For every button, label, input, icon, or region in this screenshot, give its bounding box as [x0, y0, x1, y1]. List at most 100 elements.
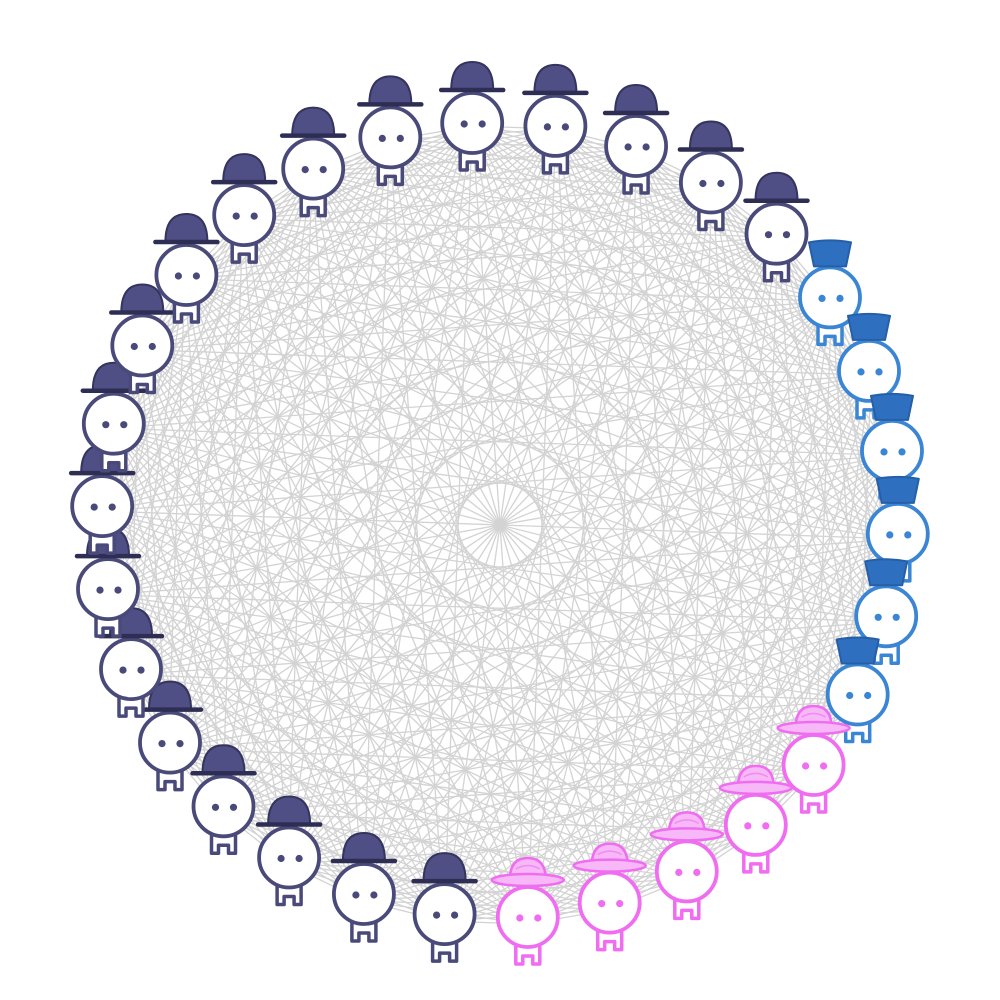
edge	[687, 455, 895, 879]
bowler-hat-icon	[109, 283, 176, 315]
eye	[250, 212, 258, 220]
bowler-hat-icon	[438, 60, 506, 93]
sunhat-icon	[649, 811, 725, 842]
edge	[140, 349, 900, 540]
edge	[555, 128, 816, 772]
eye	[137, 666, 145, 674]
head	[440, 91, 505, 155]
edge	[389, 140, 860, 701]
edge	[242, 218, 289, 865]
eye	[174, 272, 182, 280]
edge	[167, 185, 713, 750]
edge	[687, 374, 872, 879]
edge	[687, 301, 833, 879]
body	[88, 533, 116, 555]
edge	[687, 185, 713, 879]
edge	[311, 171, 895, 457]
edge	[609, 185, 713, 910]
person-node-bowler	[210, 153, 278, 264]
person-node-bowler	[153, 212, 220, 324]
body	[350, 921, 378, 943]
body	[100, 450, 128, 473]
edge	[527, 455, 895, 925]
edge	[242, 217, 872, 376]
head	[654, 839, 719, 904]
eye	[433, 911, 441, 919]
person-node-bowler	[438, 60, 506, 172]
edge	[99, 510, 689, 879]
eye	[904, 531, 912, 539]
bowler-hat-icon	[190, 744, 257, 776]
edge	[111, 427, 816, 772]
edge	[471, 125, 895, 457]
edge	[184, 278, 889, 623]
bowler-hat-icon	[677, 120, 745, 152]
sunhat-icon	[572, 842, 647, 873]
edge	[100, 374, 872, 512]
eye	[102, 421, 110, 429]
eye	[211, 803, 220, 811]
edge	[471, 125, 713, 187]
bowler-hat-icon	[255, 795, 323, 827]
edge	[471, 125, 611, 910]
edge	[636, 148, 901, 540]
person-node-bowler	[522, 63, 589, 175]
person-node-bowler	[279, 106, 347, 218]
eye	[130, 342, 138, 351]
bowler-hat-icon	[330, 831, 398, 864]
body	[673, 898, 701, 921]
edge	[105, 593, 689, 879]
bowler-hat-icon	[602, 83, 670, 116]
edge	[609, 237, 779, 910]
eye	[898, 448, 906, 456]
eye	[782, 231, 791, 239]
edge	[105, 593, 758, 833]
head	[212, 183, 277, 248]
edge	[100, 510, 860, 701]
person-node-bowler	[255, 795, 323, 907]
body	[117, 696, 145, 718]
edge	[711, 185, 816, 772]
head	[358, 105, 423, 170]
edge	[777, 237, 889, 622]
edge	[555, 128, 889, 623]
edge	[471, 125, 689, 879]
edge	[471, 125, 529, 925]
edge	[471, 125, 901, 540]
eye	[319, 166, 327, 174]
person-node-bowler	[136, 680, 204, 792]
body	[514, 944, 542, 966]
bowler-hat-icon	[522, 63, 589, 96]
edge	[609, 374, 872, 910]
edge	[184, 278, 901, 540]
eye	[820, 762, 828, 770]
edge	[221, 699, 860, 814]
eye	[96, 586, 104, 594]
edge	[106, 593, 860, 701]
edge	[777, 237, 861, 701]
bowler-hat-icon	[743, 171, 810, 203]
head	[679, 150, 743, 215]
body	[458, 150, 486, 172]
edge	[111, 427, 529, 925]
eye	[108, 503, 116, 511]
eye	[875, 368, 883, 376]
fez-hat-icon	[864, 558, 909, 587]
head	[523, 93, 588, 158]
body	[816, 324, 844, 347]
edge	[311, 171, 872, 376]
head	[837, 338, 901, 403]
edge	[111, 140, 391, 429]
body	[697, 209, 725, 232]
edge	[814, 301, 833, 772]
head	[723, 793, 788, 857]
edge	[128, 236, 779, 676]
edge	[287, 300, 833, 865]
person-node-fez	[854, 558, 919, 666]
eye	[699, 179, 707, 188]
body	[843, 721, 872, 744]
head	[860, 418, 924, 483]
edge	[184, 278, 689, 879]
head	[412, 882, 477, 946]
edge	[168, 454, 895, 750]
